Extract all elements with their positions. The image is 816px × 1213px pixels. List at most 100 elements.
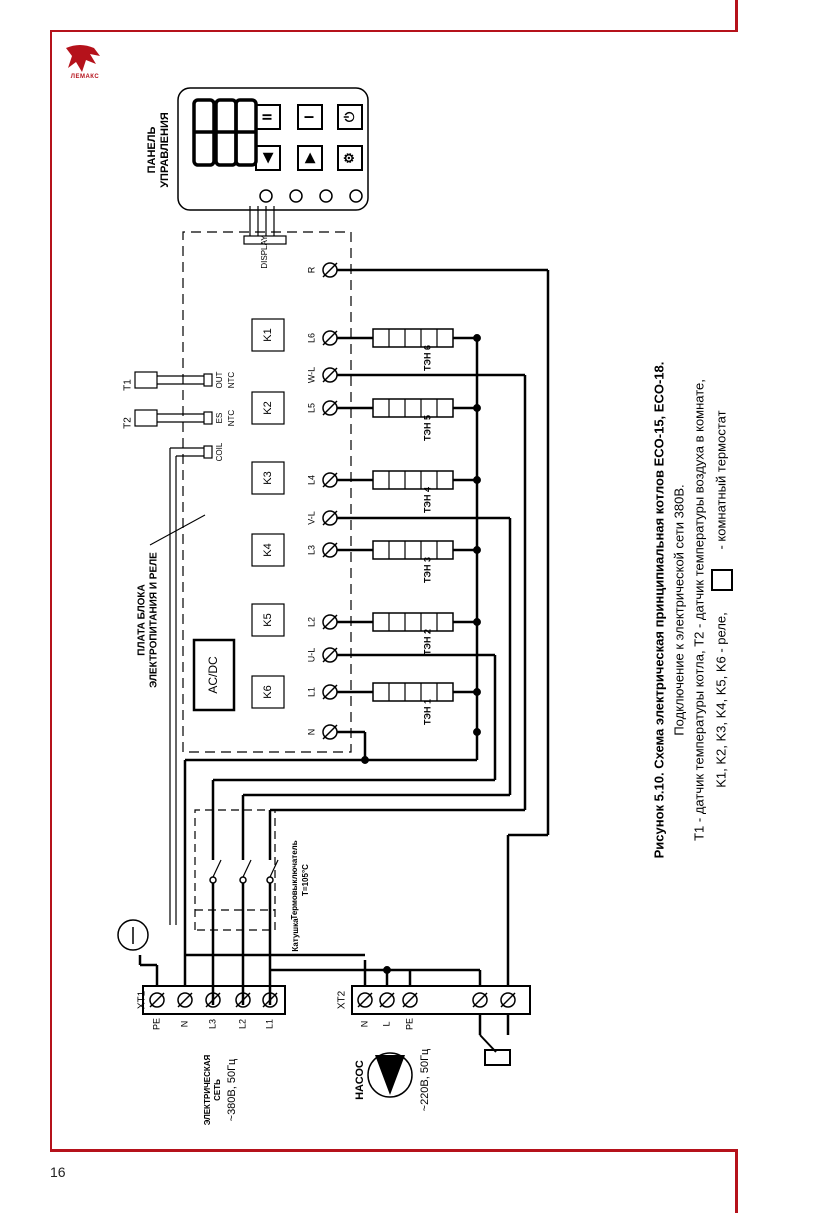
terminal-label-L1: L1 <box>306 687 316 697</box>
xt1-terminal-label-0: PE <box>151 1018 161 1030</box>
relay-K5 <box>251 603 285 637</box>
xt2-terminal-1 <box>379 992 395 1008</box>
xt2-terminal-1-slash <box>379 992 395 1008</box>
heater-label-2: ТЭН 2 <box>422 629 432 655</box>
contact-1-blade <box>212 859 222 878</box>
right-arrow-button-icon-glyph: ▶ <box>301 152 316 164</box>
contact-3-blade <box>269 859 279 878</box>
sensor-line2-2: NTC <box>227 410 236 427</box>
heater-5 <box>372 398 454 418</box>
sensor-line1-1: OUT <box>215 371 224 388</box>
contactor-outline <box>194 809 276 931</box>
xt2-thermostat-a <box>472 992 488 1008</box>
display-connector-label: DISPLAY <box>260 235 269 269</box>
acdc-label: AC/DC <box>206 656 220 694</box>
heater-label-5: ТЭН 5 <box>422 415 432 441</box>
xt2-terminal-label-0: N <box>359 1021 369 1028</box>
xt1-source-value: ~380В, 50Гц <box>226 1058 238 1121</box>
xt1-terminal-1-slash <box>177 992 193 1008</box>
display-connector <box>243 235 287 245</box>
pump-label: НАСОС <box>354 1060 366 1100</box>
valve-status-icon <box>349 189 363 203</box>
control-panel <box>177 87 369 211</box>
mode-1-button-icon-glyph: I <box>301 115 316 119</box>
heater-label-6: ТЭН 6 <box>422 345 432 371</box>
caption-title: Рисунок 5.10. Схема электрическая принци… <box>651 362 666 859</box>
xt2-terminal-label-1: L <box>381 1021 391 1026</box>
power-button-icon <box>337 104 363 130</box>
heater-1 <box>372 682 454 702</box>
terminal-U-L-slash <box>322 647 338 663</box>
terminal-label-N: N <box>306 729 316 736</box>
terminal-L6-slash <box>322 330 338 346</box>
terminal-L2-slash <box>322 614 338 630</box>
frame-corner-top <box>735 0 738 32</box>
caption-line2: Подключение к электрической сети 380В. <box>671 484 686 735</box>
xt1-terminal-label-4: L1 <box>264 1019 274 1029</box>
flame-status-icon <box>289 189 303 203</box>
terminal-label-L5: L5 <box>306 403 316 413</box>
frame-left-line <box>50 30 52 1150</box>
ground-symbol-icon <box>117 919 149 951</box>
terminal-label-L6: L6 <box>306 333 316 343</box>
caption-line4a: K1, K2, K3, K4, K5, K6 - реле, <box>713 612 728 788</box>
board-title-line1: ПЛАТА БЛОКА <box>137 584 148 655</box>
sensor-socket-2 <box>203 411 213 425</box>
xt2-terminal-2-slash <box>402 992 418 1008</box>
xt1-source-line1: ЭЛЕКТРИЧЕСКАЯ <box>203 1054 212 1125</box>
sensor-socket-3 <box>203 445 213 459</box>
relay-K2 <box>251 391 285 425</box>
heater-2 <box>372 612 454 632</box>
contact-2 <box>239 876 247 884</box>
board-title-leader <box>149 514 206 546</box>
xt1-terminal-1 <box>177 992 193 1008</box>
terminal-L5-slash <box>322 400 338 416</box>
xt2-thermostat-b <box>500 992 516 1008</box>
xt1-block <box>142 985 286 1015</box>
panel-title-line2: УПРАВЛЕНИЯ <box>159 112 171 188</box>
sensor-line2-1: NTC <box>227 372 236 389</box>
xt2-terminal-0-slash <box>357 992 373 1008</box>
left-arrow-button-icon-glyph: ◀ <box>259 152 274 164</box>
xt1-terminal-4 <box>262 992 278 1008</box>
frame-bottom-line <box>50 1149 738 1152</box>
terminal-label-W-L: W-L <box>306 367 316 383</box>
t2-sensor-body <box>134 409 158 427</box>
power-button-icon-glyph: ⏻ <box>341 111 356 122</box>
pump-value: ~220В, 50Гц <box>419 1048 431 1111</box>
terminal-R-slash <box>322 262 338 278</box>
terminal-label-L3: L3 <box>306 545 316 555</box>
pump-triangle <box>375 1055 405 1095</box>
terminal-L4-slash <box>322 472 338 488</box>
relay-K4 <box>251 533 285 567</box>
board-outline <box>182 231 352 753</box>
left-arrow-button-icon <box>255 145 281 171</box>
terminal-label-U-L: U-L <box>306 648 316 663</box>
t1-sensor-body <box>134 371 158 389</box>
settings-button-icon-glyph: ⚙ <box>341 152 356 164</box>
mode-2-button-icon <box>255 104 281 130</box>
contact-1 <box>209 876 217 884</box>
terminal-L3-slash <box>322 542 338 558</box>
xt2-block <box>351 985 531 1015</box>
xt1-terminal-3 <box>235 992 251 1008</box>
xt1-terminal-0-slash <box>149 992 165 1008</box>
xt1-label: XT1 <box>137 990 148 1009</box>
t1-label: T1 <box>123 379 134 391</box>
xt2-label: XT2 <box>337 990 348 1009</box>
pump-icon <box>367 1052 413 1098</box>
relay-label-K6: K6 <box>262 685 274 698</box>
sensor-socket-1 <box>203 373 213 387</box>
xt1-terminal-label-1: N <box>179 1021 189 1028</box>
heater-6 <box>372 328 454 348</box>
xt2-terminal-2 <box>402 992 418 1008</box>
heater-label-4: ТЭН 4 <box>422 487 432 513</box>
acdc-converter <box>192 638 236 712</box>
page-number: 16 <box>50 1164 66 1180</box>
terminal-L1-slash <box>322 684 338 700</box>
board-title-line2: ЭЛЕКТРОПИТАНИЯ И РЕЛЕ <box>149 552 160 688</box>
xt1-source-line2: СЕТЬ <box>213 1079 222 1101</box>
terminal-W-L-slash <box>322 367 338 383</box>
